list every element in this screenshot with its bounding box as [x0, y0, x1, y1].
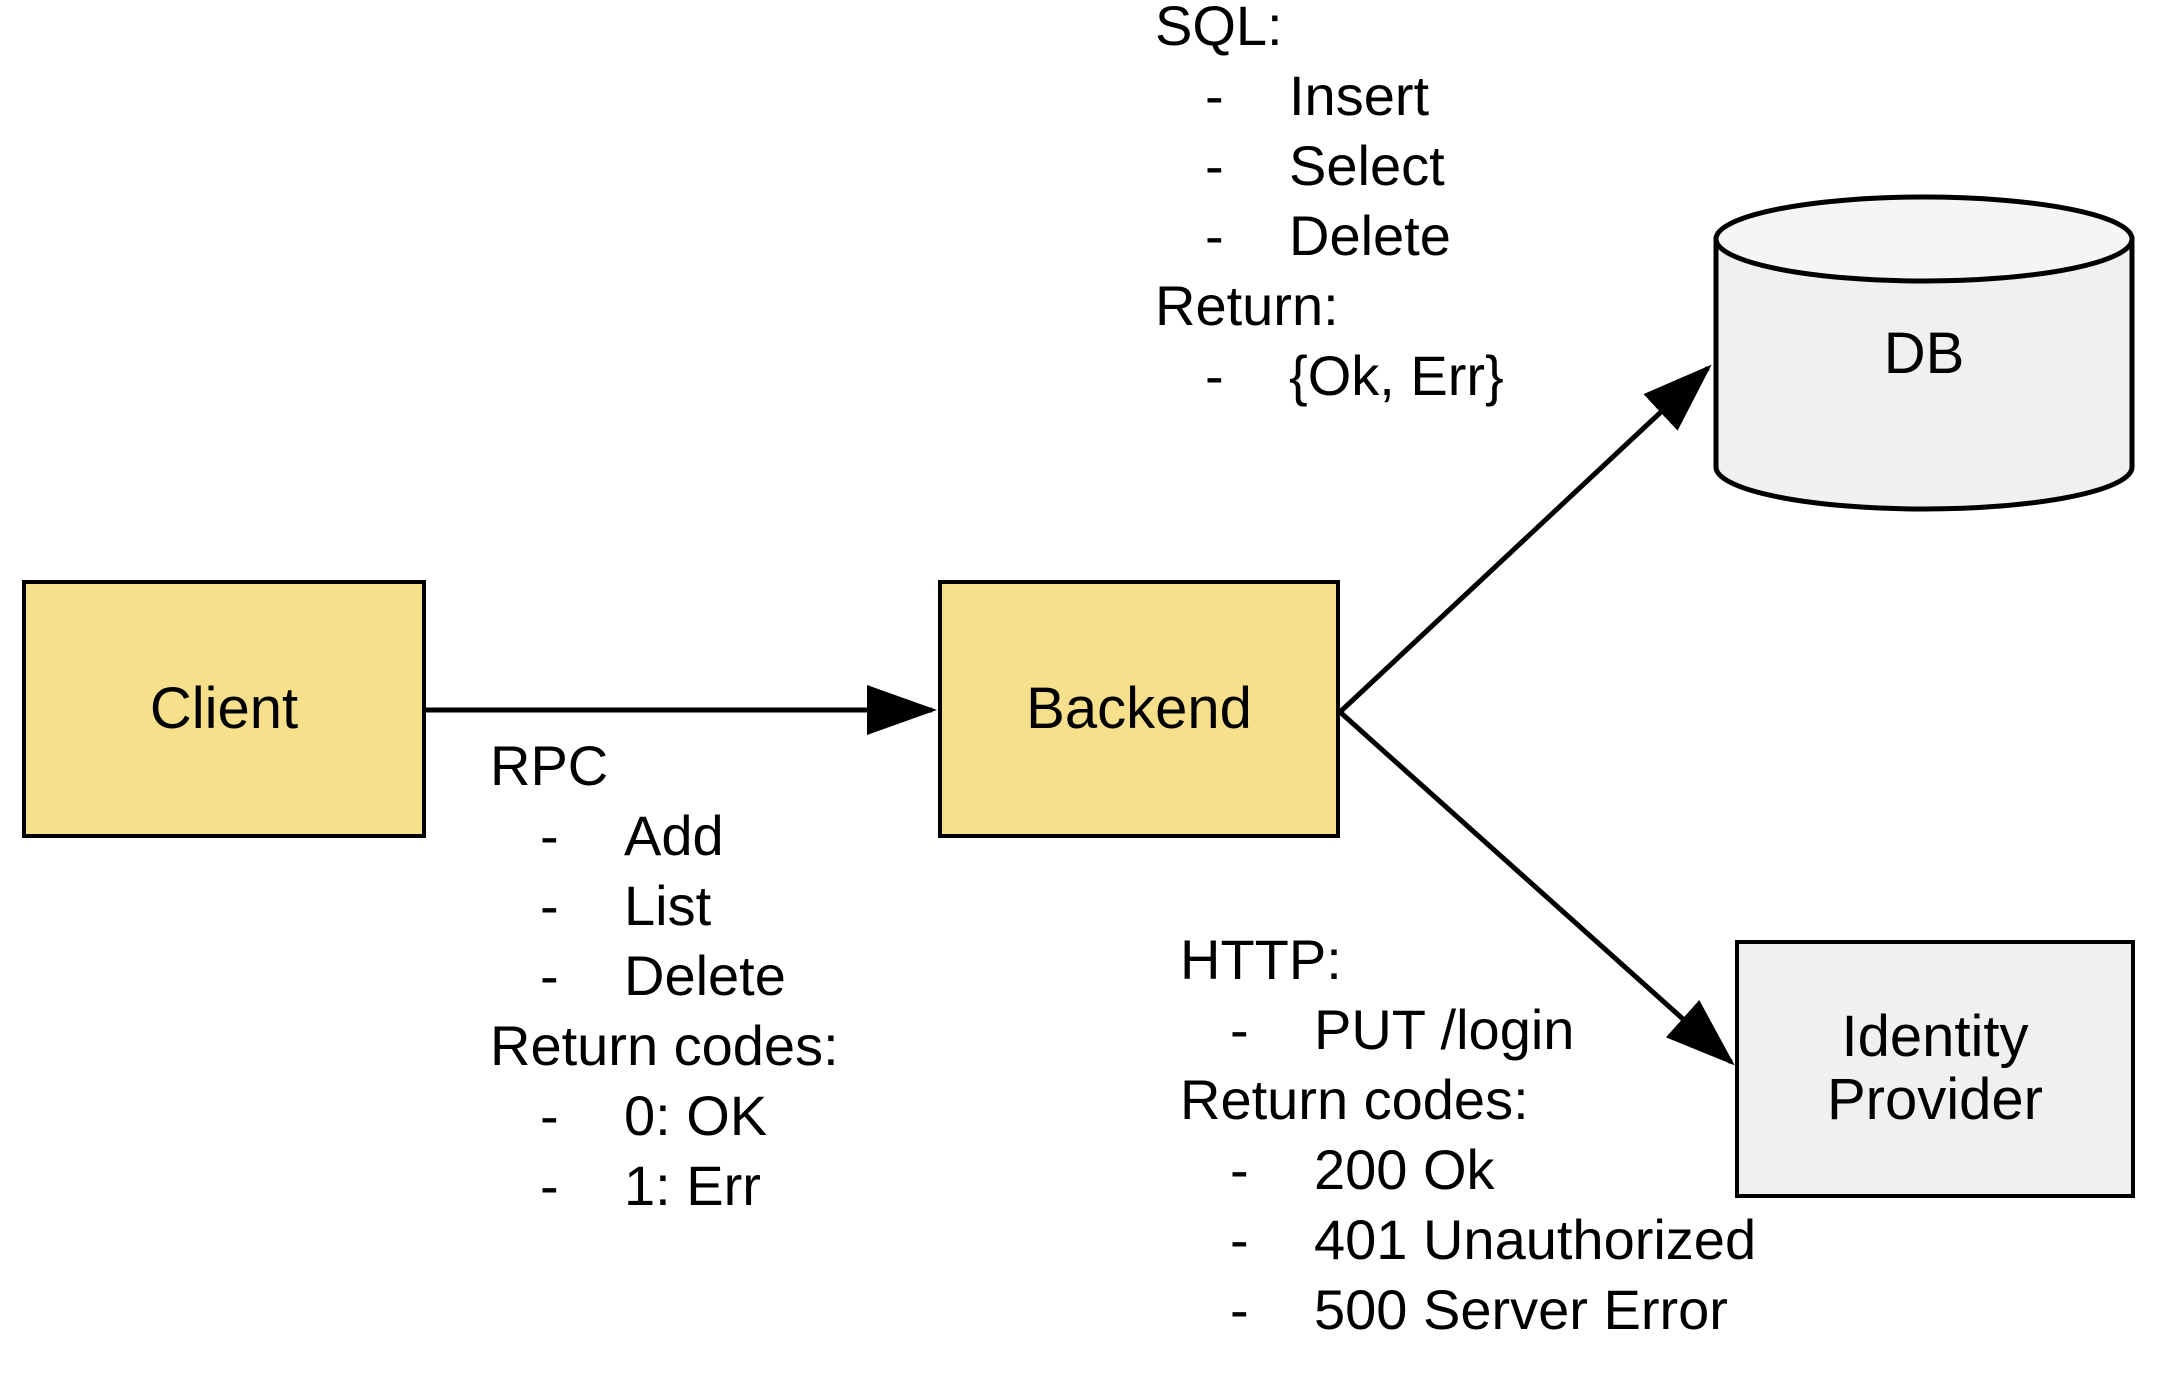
bullet-text: 401 Unauthorized: [1314, 1208, 1757, 1271]
bullet-dash: -: [1205, 344, 1224, 407]
list-item: -500 Server Error: [1180, 1282, 1756, 1338]
list-item: -1: Err: [490, 1158, 839, 1214]
bullet-dash: -: [1205, 134, 1224, 197]
bullet-dash: -: [1230, 1208, 1249, 1271]
list-item: -Delete: [490, 948, 839, 1004]
bullet-text: Add: [624, 804, 724, 867]
node-client[interactable]: Client: [22, 580, 426, 838]
list-item: -Delete: [1155, 208, 1504, 264]
list-item: -0: OK: [490, 1088, 839, 1144]
bullet-text: Delete: [1289, 204, 1451, 267]
annotation-rpc: RPC -Add -List -Delete Return codes: -0:…: [490, 738, 839, 1228]
bullet-text: 200 Ok: [1314, 1138, 1495, 1201]
bullet-text: Delete: [624, 944, 786, 1007]
bullet-dash: -: [540, 874, 559, 937]
bullet-dash: -: [1230, 998, 1249, 1061]
bullet-dash: -: [1230, 1278, 1249, 1341]
database-cylinder-icon: [1713, 194, 2135, 512]
bullet-dash: -: [1205, 64, 1224, 127]
list-item: -200 Ok: [1180, 1142, 1756, 1198]
bullet-dash: -: [540, 1154, 559, 1217]
node-identity-provider-label-line1: Identity: [1841, 1004, 2029, 1070]
annotation-sql-operations: -Insert -Select -Delete: [1155, 68, 1504, 264]
annotation-rpc-return-header: Return codes:: [490, 1014, 839, 1077]
annotation-http-return-header: Return codes:: [1180, 1068, 1529, 1131]
bullet-text: Select: [1289, 134, 1445, 197]
list-item: -List: [490, 878, 839, 934]
node-client-label: Client: [149, 675, 299, 741]
bullet-text: 0: OK: [624, 1084, 768, 1147]
list-item: -PUT /login: [1180, 1002, 1756, 1058]
edge-backend-to-identity-provider: [1338, 710, 1735, 1066]
annotation-sql-return-values: -{Ok, Err}: [1155, 348, 1504, 404]
edge-backend-to-db: [1338, 364, 1712, 714]
node-db[interactable]: DB: [1712, 193, 2136, 513]
bullet-text: {Ok, Err}: [1289, 344, 1504, 407]
bullet-text: List: [624, 874, 712, 937]
list-item: -Insert: [1155, 68, 1504, 124]
list-item: -Add: [490, 808, 839, 864]
bullet-dash: -: [540, 1084, 559, 1147]
node-db-label-wrap: DB: [1712, 193, 2136, 513]
node-identity-provider-label-line2: Provider: [1827, 1067, 2043, 1132]
node-db-label: DB: [1883, 320, 1965, 386]
annotation-rpc-return-values: -0: OK -1: Err: [490, 1088, 839, 1214]
annotation-http: HTTP: -PUT /login Return codes: -200 Ok …: [1180, 932, 1756, 1352]
node-backend-label: Backend: [1026, 675, 1252, 741]
annotation-http-header: HTTP:: [1180, 928, 1342, 991]
list-item: -401 Unauthorized: [1180, 1212, 1756, 1268]
node-identity-provider-label: Identity Provider: [1827, 1006, 2043, 1131]
bullet-dash: -: [1230, 1138, 1249, 1201]
bullet-dash: -: [540, 804, 559, 867]
list-item: -Select: [1155, 138, 1504, 194]
node-backend[interactable]: Backend: [938, 580, 1340, 838]
node-identity-provider[interactable]: Identity Provider: [1735, 940, 2135, 1198]
annotation-rpc-header: RPC: [490, 734, 609, 797]
list-item: -{Ok, Err}: [1155, 348, 1504, 404]
annotation-sql: SQL: -Insert -Select -Delete Return: -{O…: [1155, 0, 1504, 418]
annotation-rpc-operations: -Add -List -Delete: [490, 808, 839, 1004]
annotation-http-operations: -PUT /login: [1180, 1002, 1756, 1058]
annotation-sql-return-header: Return:: [1155, 274, 1339, 337]
annotation-sql-header: SQL:: [1155, 0, 1283, 57]
bullet-text: Insert: [1289, 64, 1430, 127]
bullet-text: 500 Server Error: [1314, 1278, 1728, 1341]
bullet-dash: -: [1205, 204, 1224, 267]
annotation-http-return-values: -200 Ok -401 Unauthorized -500 Server Er…: [1180, 1142, 1756, 1338]
bullet-text: 1: Err: [624, 1154, 761, 1217]
bullet-text: PUT /login: [1314, 998, 1575, 1061]
bullet-dash: -: [540, 944, 559, 1007]
